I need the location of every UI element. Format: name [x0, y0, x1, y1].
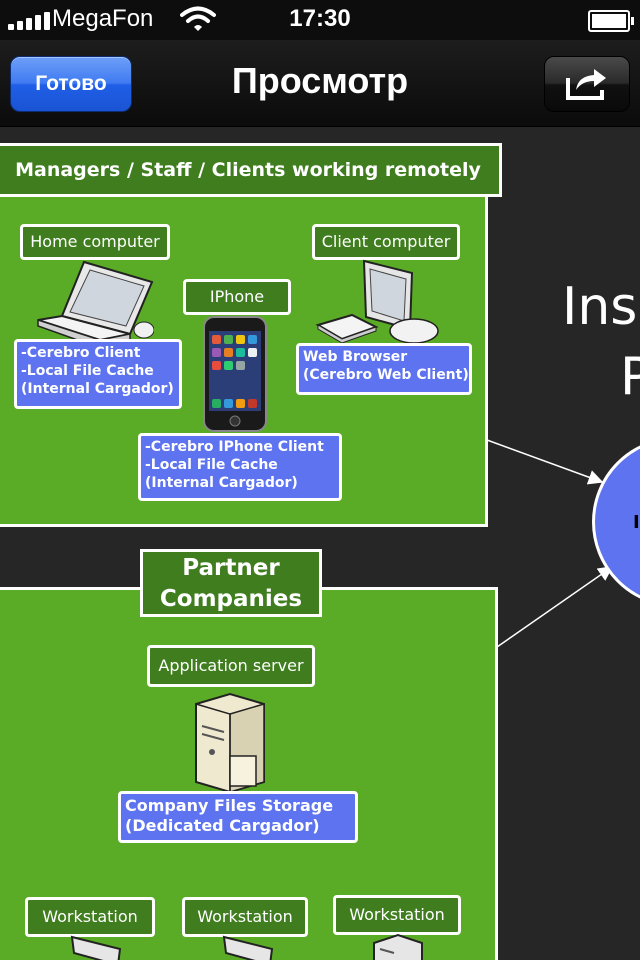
share-arrow-icon: [566, 69, 606, 100]
iphone-info: -Cerebro IPhone Client -Local File Cache…: [138, 433, 342, 501]
home-computer-label: Home computer: [20, 224, 170, 260]
workstation-label-3: Workstation: [333, 895, 461, 935]
signal-bars-icon: [8, 10, 50, 30]
carrier-name: MegaFon: [52, 5, 154, 32]
connector-remote-to-server: [486, 439, 604, 485]
navigation-bar: Готово Просмотр: [0, 40, 640, 127]
share-button[interactable]: [544, 56, 630, 112]
partner-companies-title: Partner Companies: [140, 549, 322, 617]
status-bar: MegaFon 17:30: [0, 0, 640, 40]
workstation-monitor-icon-1: [70, 935, 122, 960]
diagram-right-title-line1: Ins: [562, 277, 638, 337]
server-icon: [195, 692, 265, 794]
iphone-device-icon: [203, 316, 267, 432]
client-computer-info: Web Browser (Cerebro Web Client): [296, 343, 472, 395]
workstation-label-1: Workstation: [25, 897, 155, 937]
battery-icon: [588, 10, 634, 32]
laptop-icon: [37, 260, 154, 349]
status-time: 17:30: [289, 5, 351, 32]
central-server-label: I: [633, 512, 640, 533]
company-files-storage-info: Company Files Storage (Dedicated Cargado…: [118, 791, 358, 843]
workstation-monitor-icon-2: [222, 935, 274, 960]
wifi-icon: [180, 6, 216, 31]
desktop-computer-icon: [315, 259, 439, 344]
workstation-label-2: Workstation: [182, 897, 308, 937]
application-server-label: Application server: [147, 645, 315, 687]
connector-lines: [486, 439, 614, 648]
done-button[interactable]: Готово: [10, 56, 132, 112]
remote-workers-title: Managers / Staff / Clients working remot…: [0, 143, 502, 197]
connector-partner-to-server: [496, 566, 614, 648]
client-computer-label: Client computer: [312, 224, 460, 260]
diagram-viewer[interactable]: Ins P I Managers / Staff / Clients worki…: [0, 127, 640, 960]
workstation-tower-icon-3: [373, 933, 423, 960]
home-computer-info: -Cerebro Client -Local File Cache (Inter…: [14, 339, 182, 409]
iphone-label: IPhone: [183, 279, 291, 315]
diagram-right-title-line2: P: [620, 347, 640, 407]
